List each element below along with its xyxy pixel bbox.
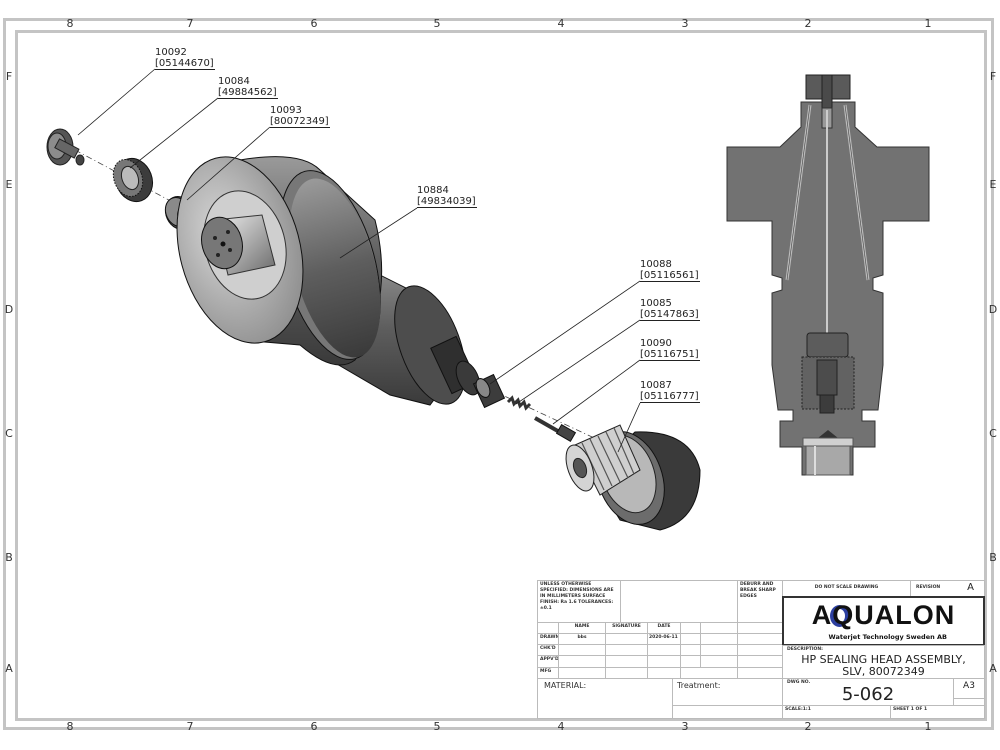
part-10085-spring: [506, 395, 532, 411]
leader-10090: [552, 359, 641, 425]
callout-10884: 10884[49834039]: [417, 185, 477, 208]
zone-col-3-bottom: 3: [681, 720, 689, 733]
revision-value: A: [967, 582, 974, 593]
zone-col-4-bottom: 4: [557, 720, 565, 733]
callout-part-number: [05116751]: [640, 349, 700, 361]
zone-col-7-bottom: 7: [186, 720, 194, 733]
zone-row-f: F: [5, 70, 13, 83]
callout-10084: 10084[49884562]: [218, 76, 278, 99]
revision-box: REVISION A: [910, 580, 985, 597]
material-field: MATERIAL:: [537, 678, 673, 719]
zone-row-a: A: [5, 662, 13, 675]
zone-row-f-right: F: [989, 70, 997, 83]
zone-row-e: E: [5, 178, 13, 191]
callout-item: 10087: [640, 380, 672, 391]
leader-10085: [515, 319, 641, 405]
dwg-no: 5-062: [841, 684, 895, 705]
zone-col-6: 6: [310, 17, 318, 30]
revision-label: REVISION: [916, 585, 941, 590]
part-10087-nut: [565, 424, 701, 531]
dwg-no-label: DWG NO.: [787, 680, 811, 685]
logo-wordmark: AQUALON: [811, 600, 956, 630]
callout-10087: 10087[05116777]: [640, 380, 700, 403]
part-10092-screw: [46, 128, 85, 166]
zone-row-c: C: [5, 427, 13, 440]
zone-row-d-right: D: [988, 303, 998, 316]
callout-item: 10884: [417, 185, 449, 196]
callout-item: 10093: [270, 105, 302, 116]
zone-col-4: 4: [557, 17, 565, 30]
callout-10092: 10092[05144670]: [155, 47, 215, 70]
general-notes: UNLESS OTHERWISE SPECIFIED: DIMENSIONS A…: [537, 580, 621, 623]
zone-col-3: 3: [681, 17, 689, 30]
leader-10084: [129, 97, 219, 169]
zone-col-6-bottom: 6: [310, 720, 318, 733]
drawing-border-inner: [15, 30, 987, 721]
leader-10093: [186, 126, 271, 201]
zone-col-8: 8: [66, 17, 74, 30]
zone-row-b: B: [5, 551, 13, 564]
zone-row-c-right: C: [989, 427, 997, 440]
part-10884-body: [176, 156, 481, 406]
sheet-number: SHEET 1 OF 1: [890, 705, 985, 719]
callout-item: 10084: [218, 76, 250, 87]
zone-row-d: D: [4, 303, 14, 316]
company-logo: AQUALON Waterjet Technology Sweden AB: [782, 596, 985, 646]
zone-row-e-right: E: [989, 178, 997, 191]
sheet-size: A3: [953, 678, 985, 699]
description-line-2: SLV, 80072349: [842, 665, 925, 678]
zone-row-a-right: A: [989, 662, 997, 675]
callout-part-number: [49834039]: [417, 196, 477, 208]
callout-part-number: [05116561]: [640, 270, 700, 282]
zone-row-b-right: B: [989, 551, 997, 564]
zone-col-1: 1: [924, 17, 932, 30]
deburr-note: DEBURR AND BREAK SHARP EDGES: [737, 580, 783, 623]
callout-item: 10092: [155, 47, 187, 58]
notes-blank: [620, 580, 738, 623]
description-label: DESCRIPTION:: [787, 647, 823, 652]
zone-col-2: 2: [804, 17, 812, 30]
zone-col-1-bottom: 1: [924, 720, 932, 733]
description-line-1: HP SEALING HEAD ASSEMBLY,: [801, 653, 966, 666]
part-10088-nozzle-nut: [472, 373, 506, 409]
callout-item: 10088: [640, 259, 672, 270]
callout-10085: 10085[05147863]: [640, 298, 700, 321]
callout-10090: 10090[05116751]: [640, 338, 700, 361]
leader-10087: [617, 402, 641, 453]
dwg-no-box: DWG NO. 5-062: [782, 678, 954, 706]
callout-part-number: [05147863]: [640, 309, 700, 321]
zone-col-5-bottom: 5: [433, 720, 441, 733]
callout-part-number: [80072349]: [270, 116, 330, 128]
do-not-scale: DO NOT SCALE DRAWING: [782, 580, 911, 597]
zone-col-8-bottom: 8: [66, 720, 74, 733]
zone-col-2-bottom: 2: [804, 720, 812, 733]
callout-item: 10090: [640, 338, 672, 349]
leader-10088: [489, 280, 641, 385]
description-box: DESCRIPTION: HP SEALING HEAD ASSEMBLY, S…: [782, 645, 985, 679]
logo-q-accent: [830, 605, 849, 627]
leader-lines: [77, 68, 641, 453]
leader-10884: [339, 207, 418, 259]
callout-item: 10085: [640, 298, 672, 309]
part-10084-ring: [112, 157, 154, 203]
grid-cell: [672, 705, 783, 719]
callout-part-number: [05116777]: [640, 391, 700, 403]
callout-part-number: [05144670]: [155, 58, 215, 70]
callout-part-number: [49884562]: [218, 87, 278, 99]
drawing-border-outer: [3, 18, 994, 730]
scale: SCALE:1:1: [782, 705, 891, 719]
callout-10093: 10093[80072349]: [270, 105, 330, 128]
zone-col-7: 7: [186, 17, 194, 30]
leader-10092: [77, 68, 156, 136]
callout-10088: 10088[05116561]: [640, 259, 700, 282]
treatment-field: Treatment:: [672, 678, 783, 706]
section-view: [726, 74, 930, 476]
part-10090-pin: [534, 416, 577, 443]
logo-subtitle: Waterjet Technology Sweden AB: [828, 633, 947, 641]
zone-col-5: 5: [433, 17, 441, 30]
